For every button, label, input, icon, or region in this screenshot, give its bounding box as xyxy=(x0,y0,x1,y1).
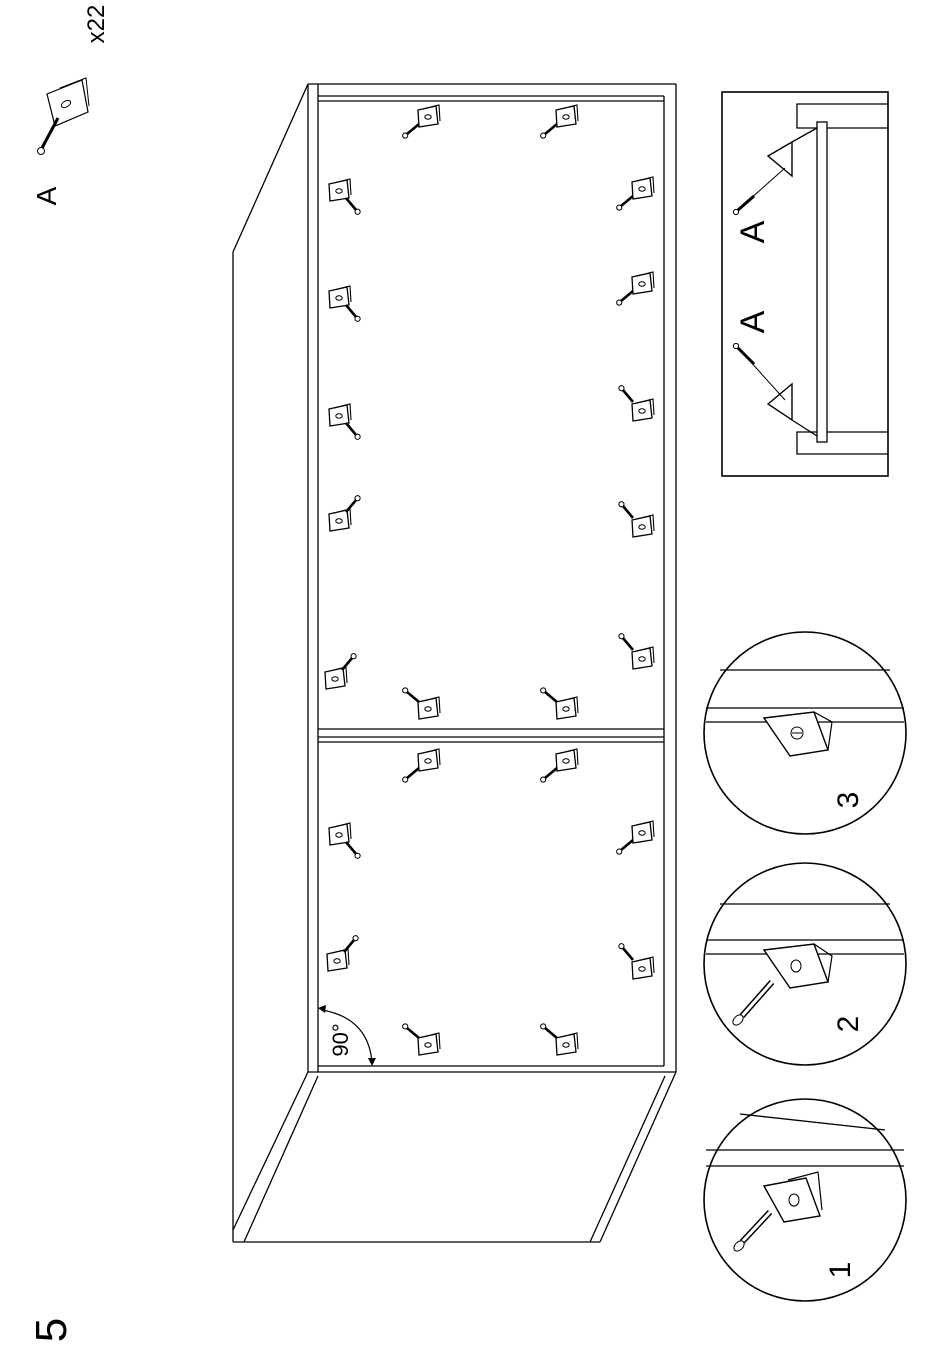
right-angle-indicator: 90° xyxy=(318,1005,376,1066)
part-label: A xyxy=(31,186,62,205)
section-label: A xyxy=(734,220,772,243)
detail-step-number: 2 xyxy=(832,1016,865,1033)
corner-bracket xyxy=(616,821,654,855)
corner-bracket xyxy=(402,105,440,139)
step-number: 5 xyxy=(27,1318,76,1342)
detail-circle-step-2: 2 xyxy=(704,863,906,1065)
corner-bracket xyxy=(618,943,654,979)
part-legend: A x22 xyxy=(31,5,110,206)
corner-bracket xyxy=(402,687,440,719)
angle-label: 90° xyxy=(328,1023,353,1056)
section-view: A A xyxy=(722,92,888,476)
detail-circle-step-1: 1 xyxy=(704,1099,906,1301)
detail-step-number: 1 xyxy=(824,1262,857,1279)
detail-step-number: 3 xyxy=(832,792,865,809)
corner-bracket xyxy=(329,495,361,531)
part-quantity: x22 xyxy=(83,5,110,44)
corner-bracket xyxy=(402,1023,440,1055)
corner-bracket xyxy=(540,749,578,783)
corner-bracket xyxy=(329,404,361,440)
corner-bracket xyxy=(618,501,654,537)
corner-bracket xyxy=(540,105,578,139)
corner-bracket xyxy=(618,633,654,669)
corner-bracket xyxy=(329,286,361,322)
corner-bracket xyxy=(616,177,654,211)
corner-bracket xyxy=(325,653,357,689)
corner-bracket xyxy=(618,385,654,421)
bracket-set xyxy=(325,105,654,1055)
corner-bracket xyxy=(540,687,578,719)
detail-circle-step-3: 3 xyxy=(704,632,906,834)
cabinet-frame xyxy=(233,84,676,1242)
corner-bracket xyxy=(540,1023,578,1055)
section-label: A xyxy=(734,310,772,333)
corner-bracket xyxy=(327,935,359,971)
corner-bracket xyxy=(616,272,654,306)
screw-and-corner-bracket-icon xyxy=(38,78,90,155)
corner-bracket xyxy=(329,179,361,215)
corner-bracket xyxy=(329,823,361,859)
corner-bracket xyxy=(402,749,440,783)
